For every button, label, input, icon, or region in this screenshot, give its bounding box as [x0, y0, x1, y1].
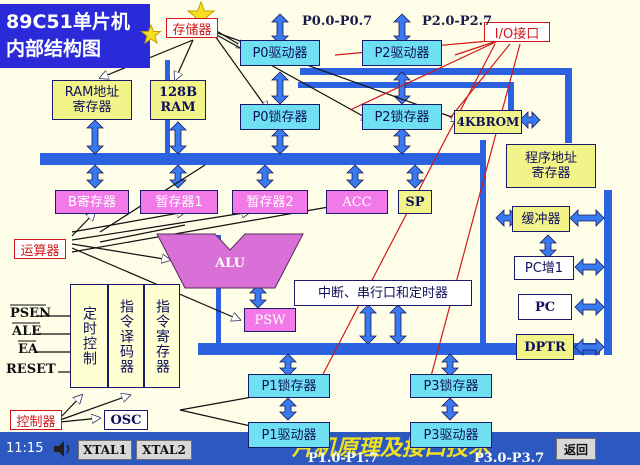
- io-callout: I/O接口: [484, 22, 550, 42]
- p0-driver: P0驱动器: [240, 40, 320, 66]
- back-button[interactable]: 返回: [556, 438, 596, 460]
- program-address-register-line-1: 程序地址: [524, 151, 577, 166]
- ram-address-register: RAM地址 寄存器: [52, 80, 132, 120]
- instruction-decoder-label: 指令译码器: [118, 298, 134, 374]
- diagram-title: 89C51单片机 内部结构图: [0, 4, 150, 68]
- instruction-decoder: 指令译码器: [108, 284, 144, 388]
- p3-port-label: P3.0-P3.7: [474, 451, 545, 465]
- temp-register-2: 暂存器2: [232, 190, 308, 214]
- ram-128b-line-1: 128B: [158, 85, 198, 100]
- dptr-register: DPTR: [516, 334, 574, 360]
- p3-latch: P3锁存器: [410, 374, 492, 398]
- program-counter: PC: [518, 294, 572, 320]
- speaker-icon[interactable]: [52, 439, 74, 459]
- p1-latch: P1锁存器: [248, 374, 330, 398]
- oscillator: OSC: [104, 410, 148, 430]
- xtal2-button[interactable]: XTAL2: [136, 440, 192, 460]
- p2-latch: P2锁存器: [362, 104, 442, 130]
- title-line-1: 89C51单片机: [6, 11, 130, 33]
- timing-control-label: 定时控制: [81, 306, 97, 366]
- temp-register-1: 暂存器1: [140, 190, 218, 214]
- pc-incrementer: PC增1: [514, 256, 574, 280]
- program-address-register: 程序地址 寄存器: [506, 144, 596, 188]
- reset-signal: RESET: [6, 362, 56, 377]
- p1-driver: P1驱动器: [248, 422, 330, 448]
- acc-register: ACC: [326, 190, 388, 214]
- instruction-register-label: 指令寄存器: [154, 298, 170, 374]
- ea-signal: EA: [18, 342, 38, 357]
- ram-address-register-line-2: 寄存器: [72, 100, 112, 115]
- interrupt-serial-timer: 中断、串行口和定时器: [294, 280, 472, 306]
- p0-latch: P0锁存器: [240, 104, 320, 130]
- ram-address-register-line-1: RAM地址: [64, 85, 120, 100]
- sp-register: SP: [398, 190, 432, 214]
- alu-group-callout: 运算器: [14, 239, 66, 259]
- xtal1-button[interactable]: XTAL1: [78, 440, 132, 460]
- psen-signal: PSEN: [10, 306, 51, 321]
- ram-128b-line-2: RAM: [160, 100, 196, 115]
- p0-port-label: P0.0-P0.7: [302, 14, 373, 29]
- p1-port-label: P1.0-P1.7: [308, 451, 379, 465]
- p2-port-label: P2.0-P2.7: [422, 14, 493, 29]
- buffer: 缓冲器: [512, 206, 570, 232]
- psw-register: PSW: [244, 308, 296, 332]
- p3-driver: P3驱动器: [410, 422, 492, 448]
- title-line-2: 内部结构图: [6, 38, 102, 60]
- b-register: B寄存器: [55, 190, 129, 214]
- p2-driver: P2驱动器: [362, 40, 442, 66]
- program-address-register-line-2: 寄存器: [531, 166, 571, 181]
- rom-4kb: 4KBROM: [454, 110, 522, 134]
- instruction-register: 指令寄存器: [144, 284, 180, 388]
- ram-128b: 128B RAM: [150, 80, 206, 120]
- alu-label: ALU: [215, 255, 245, 271]
- star-icon: [140, 24, 162, 44]
- alu-shape: [156, 233, 304, 289]
- time-display: 11:15: [6, 441, 44, 456]
- ale-signal: ALE: [12, 324, 42, 339]
- timing-control: 定时控制: [70, 284, 108, 388]
- storage-callout: 存储器: [166, 18, 218, 38]
- controller-callout: 控制器: [10, 410, 62, 430]
